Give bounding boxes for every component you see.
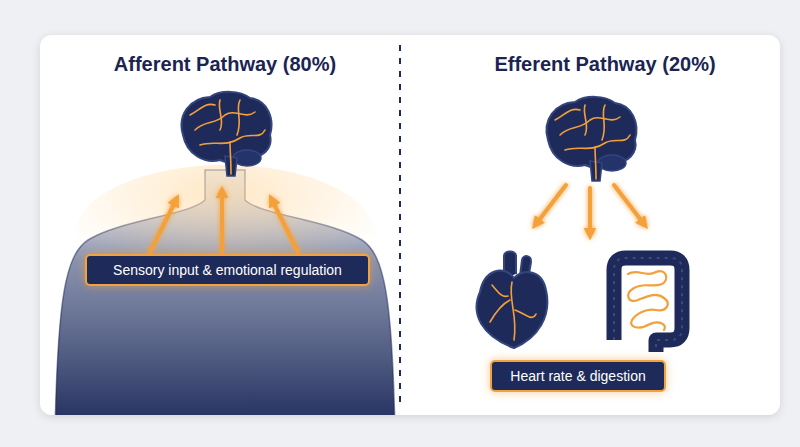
panel-heading: Afferent Pathway (80%) xyxy=(45,53,405,76)
box-text: Sensory input & emotional regulation xyxy=(113,262,342,278)
brain-icon xyxy=(547,97,637,181)
small-intestine xyxy=(628,271,668,330)
heart-icon xyxy=(477,252,548,349)
large-intestine xyxy=(614,258,682,352)
panel-heading: Efferent Pathway (20%) xyxy=(425,53,785,76)
label-box: Heart rate & digestion xyxy=(490,360,666,392)
afferent-arrow xyxy=(220,192,224,252)
divider-line xyxy=(399,45,401,405)
efferent-arrow xyxy=(614,185,644,224)
heart-vessels xyxy=(490,282,536,340)
efferent-arrow xyxy=(536,185,566,224)
efferent-arrow xyxy=(588,188,592,234)
brain-icon xyxy=(182,92,272,176)
box-text: Heart rate & digestion xyxy=(510,368,645,384)
afferent-arrow xyxy=(272,200,298,252)
label-box: Sensory input & emotional regulation xyxy=(85,254,370,286)
afferent-arrow xyxy=(150,200,176,252)
heart-shape xyxy=(477,270,548,348)
intestine-folds xyxy=(614,258,682,352)
body-glow xyxy=(75,165,375,305)
intestine-icon xyxy=(614,258,682,352)
